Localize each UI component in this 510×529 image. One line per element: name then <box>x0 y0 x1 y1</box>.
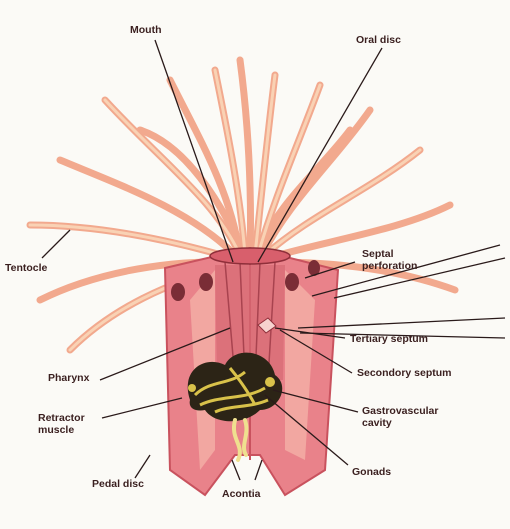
label-pharynx: Pharynx <box>48 372 89 384</box>
label-acontia: Acontia <box>222 488 261 500</box>
label-secondary-septum: Secondory septum <box>357 367 452 379</box>
label-oral-disc: Oral disc <box>356 34 401 46</box>
label-retractor-muscle: Retractor muscle <box>38 412 85 436</box>
label-gastrovascular-cavity: Gastrovascular cavity <box>362 405 438 429</box>
label-septal-perforation: Septal perforation <box>362 248 417 272</box>
label-mouth: Mouth <box>130 24 162 36</box>
label-tentacle: Tentocle <box>5 262 47 274</box>
label-tertiary-septum: Tertiary septum <box>350 333 428 345</box>
label-pedal-disc: Pedal disc <box>92 478 144 490</box>
label-gonads: Gonads <box>352 466 391 478</box>
